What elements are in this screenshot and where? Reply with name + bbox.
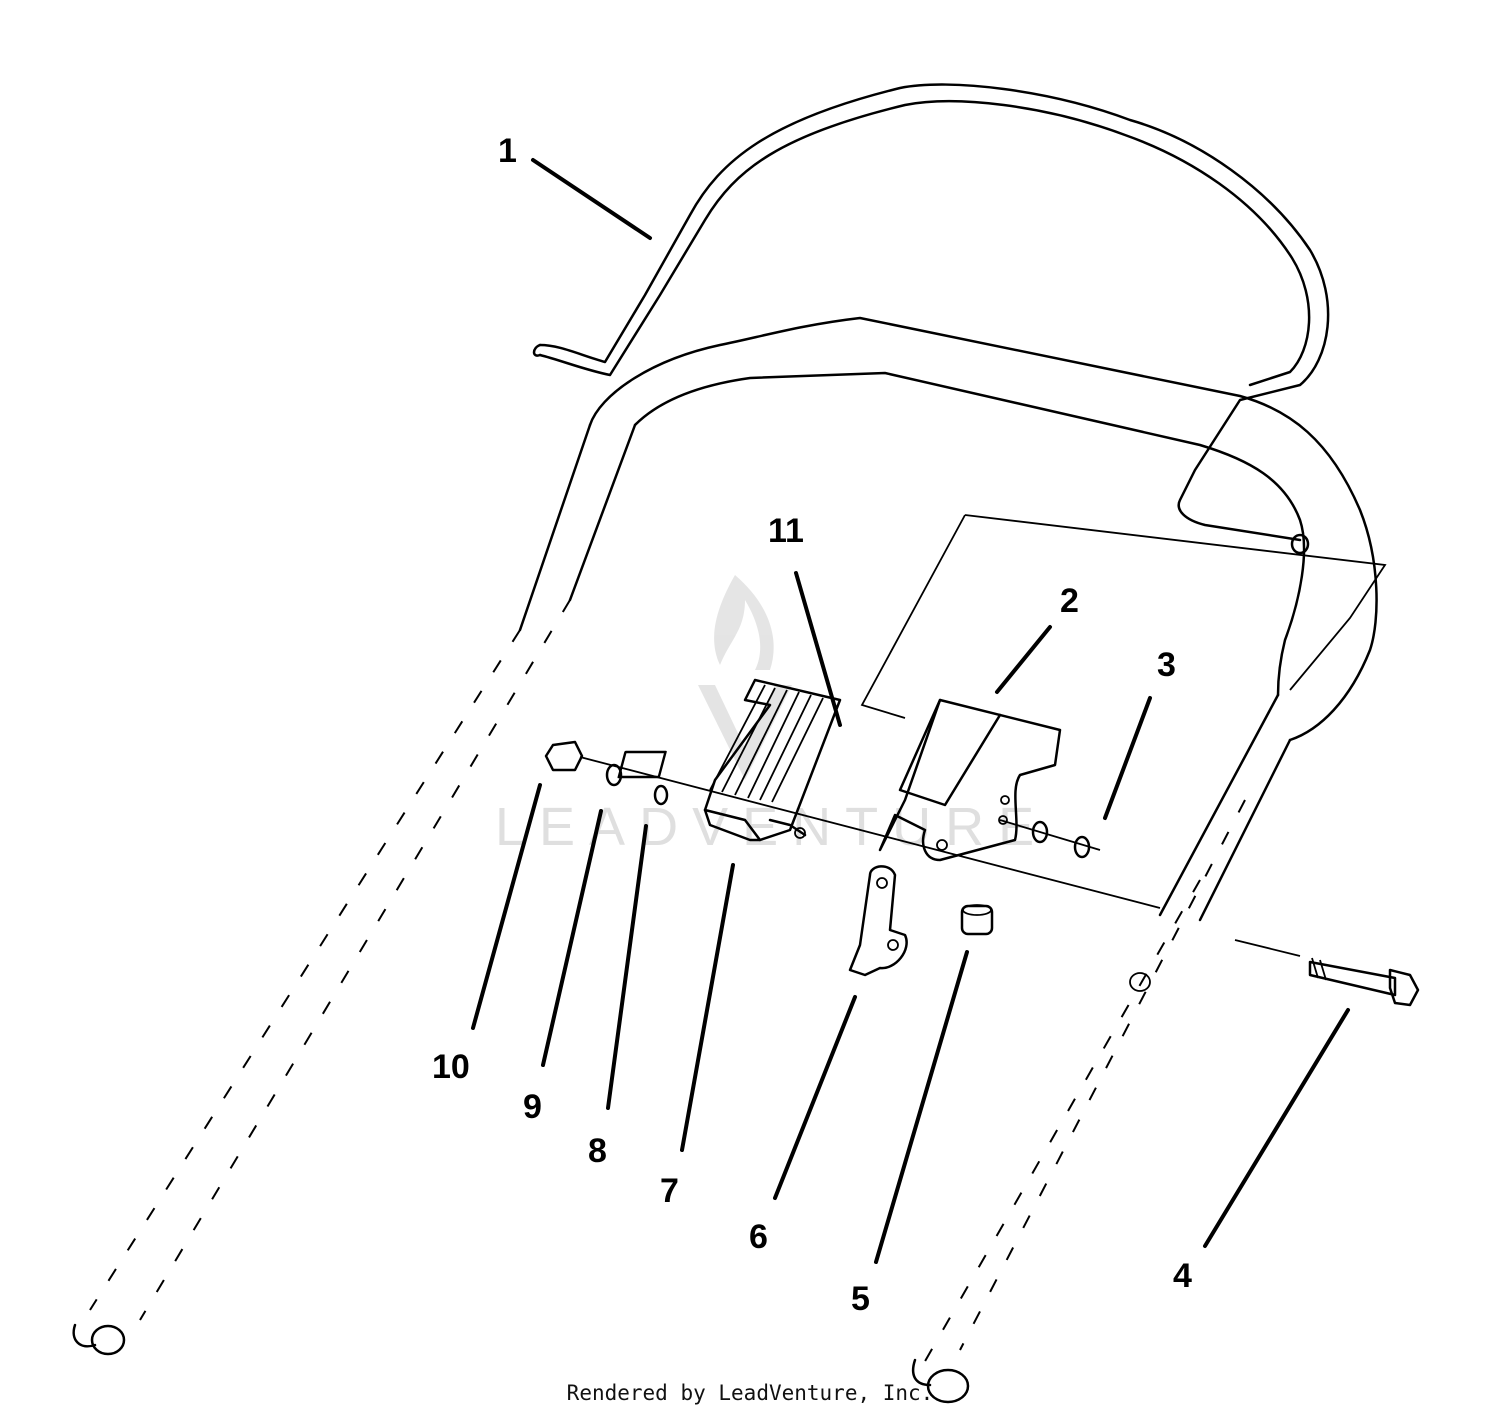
flat-washer-left (653, 784, 669, 806)
callout-4: 4 (1173, 1257, 1192, 1295)
assembly-axis-right (999, 819, 1101, 851)
leader-lines (471, 158, 1350, 1264)
spacer (960, 904, 994, 936)
callout-8: 8 (588, 1132, 607, 1170)
watermark: LEADVENTURE (495, 575, 1048, 857)
callout-11: 11 (768, 512, 804, 550)
callout-1: 1 (498, 132, 517, 170)
control-bracket (878, 698, 1062, 862)
callout-7: 7 (660, 1172, 679, 1210)
upper-bail (532, 83, 1330, 555)
control-lever (703, 678, 842, 842)
callout-labels: 1 2 3 4 5 6 7 8 9 10 11 (432, 132, 1192, 1318)
flame-v-logo (698, 575, 792, 780)
callout-6: 6 (749, 1218, 768, 1256)
lower-handle (72, 316, 1378, 1404)
decal-plate (860, 514, 1387, 719)
callout-3: 3 (1157, 646, 1176, 684)
bolt (1308, 957, 1420, 1007)
credit-text: Rendered by LeadVenture, Inc. (567, 1381, 934, 1405)
callout-5: 5 (851, 1280, 870, 1318)
assembly-axis (579, 756, 1301, 957)
decal-square (617, 750, 667, 779)
callout-2: 2 (1060, 582, 1079, 620)
callout-9: 9 (523, 1088, 542, 1126)
watermark-text: LEADVENTURE (495, 797, 1048, 857)
hardware (544, 740, 1091, 859)
lock-washer-right-a (1031, 820, 1049, 844)
nut (544, 740, 584, 772)
callout-10: 10 (432, 1048, 470, 1086)
pawl (848, 865, 908, 977)
